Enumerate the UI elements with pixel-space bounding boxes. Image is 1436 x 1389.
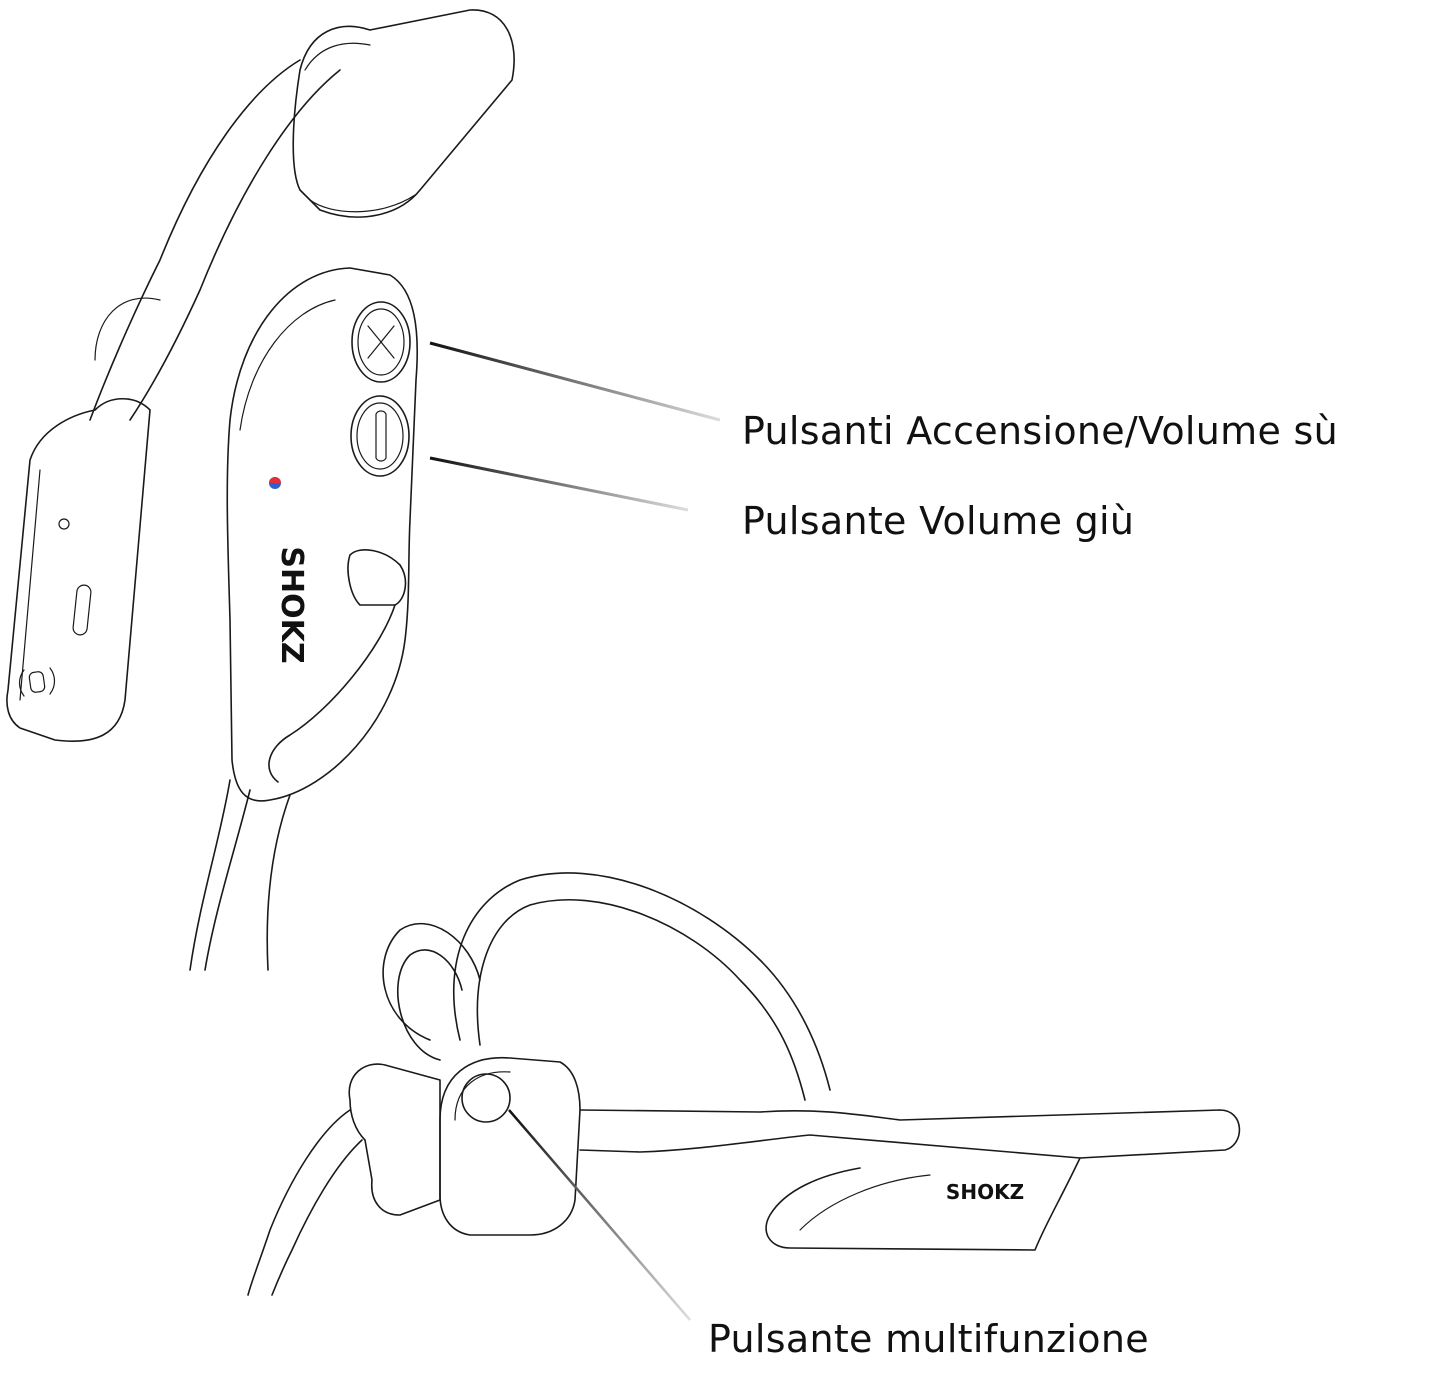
volume-down-button[interactable] — [351, 396, 409, 476]
volume-up-button[interactable] — [352, 302, 410, 382]
callout-line-power-volume-up — [430, 343, 720, 420]
shokz-mini-logo-icon — [20, 668, 55, 696]
minus-icon — [376, 411, 386, 461]
indicator-light — [269, 477, 281, 489]
label-multifunction: Pulsante multifunzione — [708, 1320, 1149, 1358]
shokz-logo-bottom: SHOKZ — [946, 1180, 1024, 1204]
bottom-headphone-illustration: SHOKZ — [248, 873, 1239, 1295]
label-power-volume-up: Pulsanti Accensione/Volume sù — [742, 412, 1338, 450]
label-volume-down: Pulsante Volume giù — [742, 502, 1134, 540]
top-headphone-illustration: SHOKZ — [7, 10, 514, 970]
callout-line-multifunction — [509, 1110, 690, 1320]
shokz-logo-top: SHOKZ — [274, 546, 309, 663]
callout-line-volume-down — [430, 458, 688, 510]
multifunction-button[interactable] — [462, 1074, 510, 1122]
charging-port-icon — [72, 584, 91, 635]
svg-text:SHOKZ: SHOKZ — [274, 546, 309, 663]
